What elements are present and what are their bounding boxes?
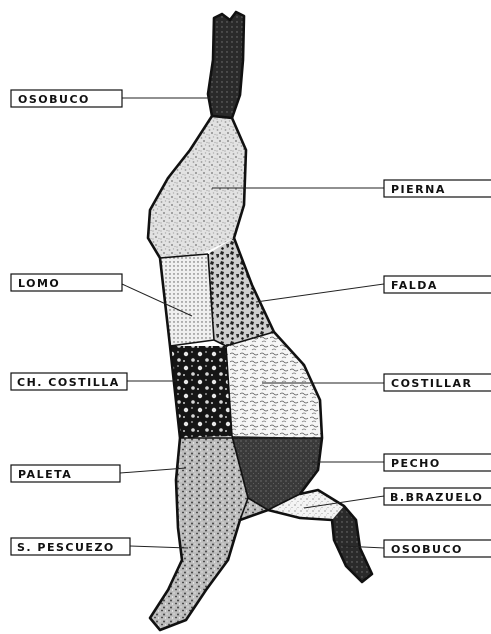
svg-text:OSOBUCO: OSOBUCO bbox=[18, 93, 90, 106]
svg-text:PECHO: PECHO bbox=[391, 457, 441, 470]
label-lomo: LOMO bbox=[11, 274, 122, 291]
label-s-pescuezo: S. PESCUEZO bbox=[11, 538, 130, 555]
svg-text:OSOBUCO: OSOBUCO bbox=[391, 543, 463, 556]
svg-text:PALETA: PALETA bbox=[18, 468, 72, 481]
svg-text:S. PESCUEZO: S. PESCUEZO bbox=[17, 541, 115, 554]
svg-text:COSTILLAR: COSTILLAR bbox=[391, 377, 472, 390]
label-osobuco-top: OSOBUCO bbox=[11, 90, 122, 107]
label-b-brazuelo: B.BRAZUELO bbox=[384, 488, 491, 505]
label-falda: FALDA bbox=[384, 276, 491, 293]
label-osobuco-bottom: OSOBUCO bbox=[384, 540, 491, 557]
svg-text:PIERNA: PIERNA bbox=[391, 183, 446, 196]
svg-text:CH. COSTILLA: CH. COSTILLA bbox=[17, 376, 120, 389]
label-ch-costilla: CH. COSTILLA bbox=[11, 373, 127, 390]
svg-text:LOMO: LOMO bbox=[18, 277, 60, 290]
label-paleta: PALETA bbox=[11, 465, 120, 482]
label-pecho: PECHO bbox=[384, 454, 491, 471]
svg-text:B.BRAZUELO: B.BRAZUELO bbox=[390, 491, 483, 504]
region-s-pescuezo bbox=[150, 520, 240, 630]
label-costillar: COSTILLAR bbox=[384, 374, 491, 391]
region-costillar bbox=[226, 332, 322, 438]
svg-text:FALDA: FALDA bbox=[391, 279, 438, 292]
label-pierna: PIERNA bbox=[384, 180, 491, 197]
